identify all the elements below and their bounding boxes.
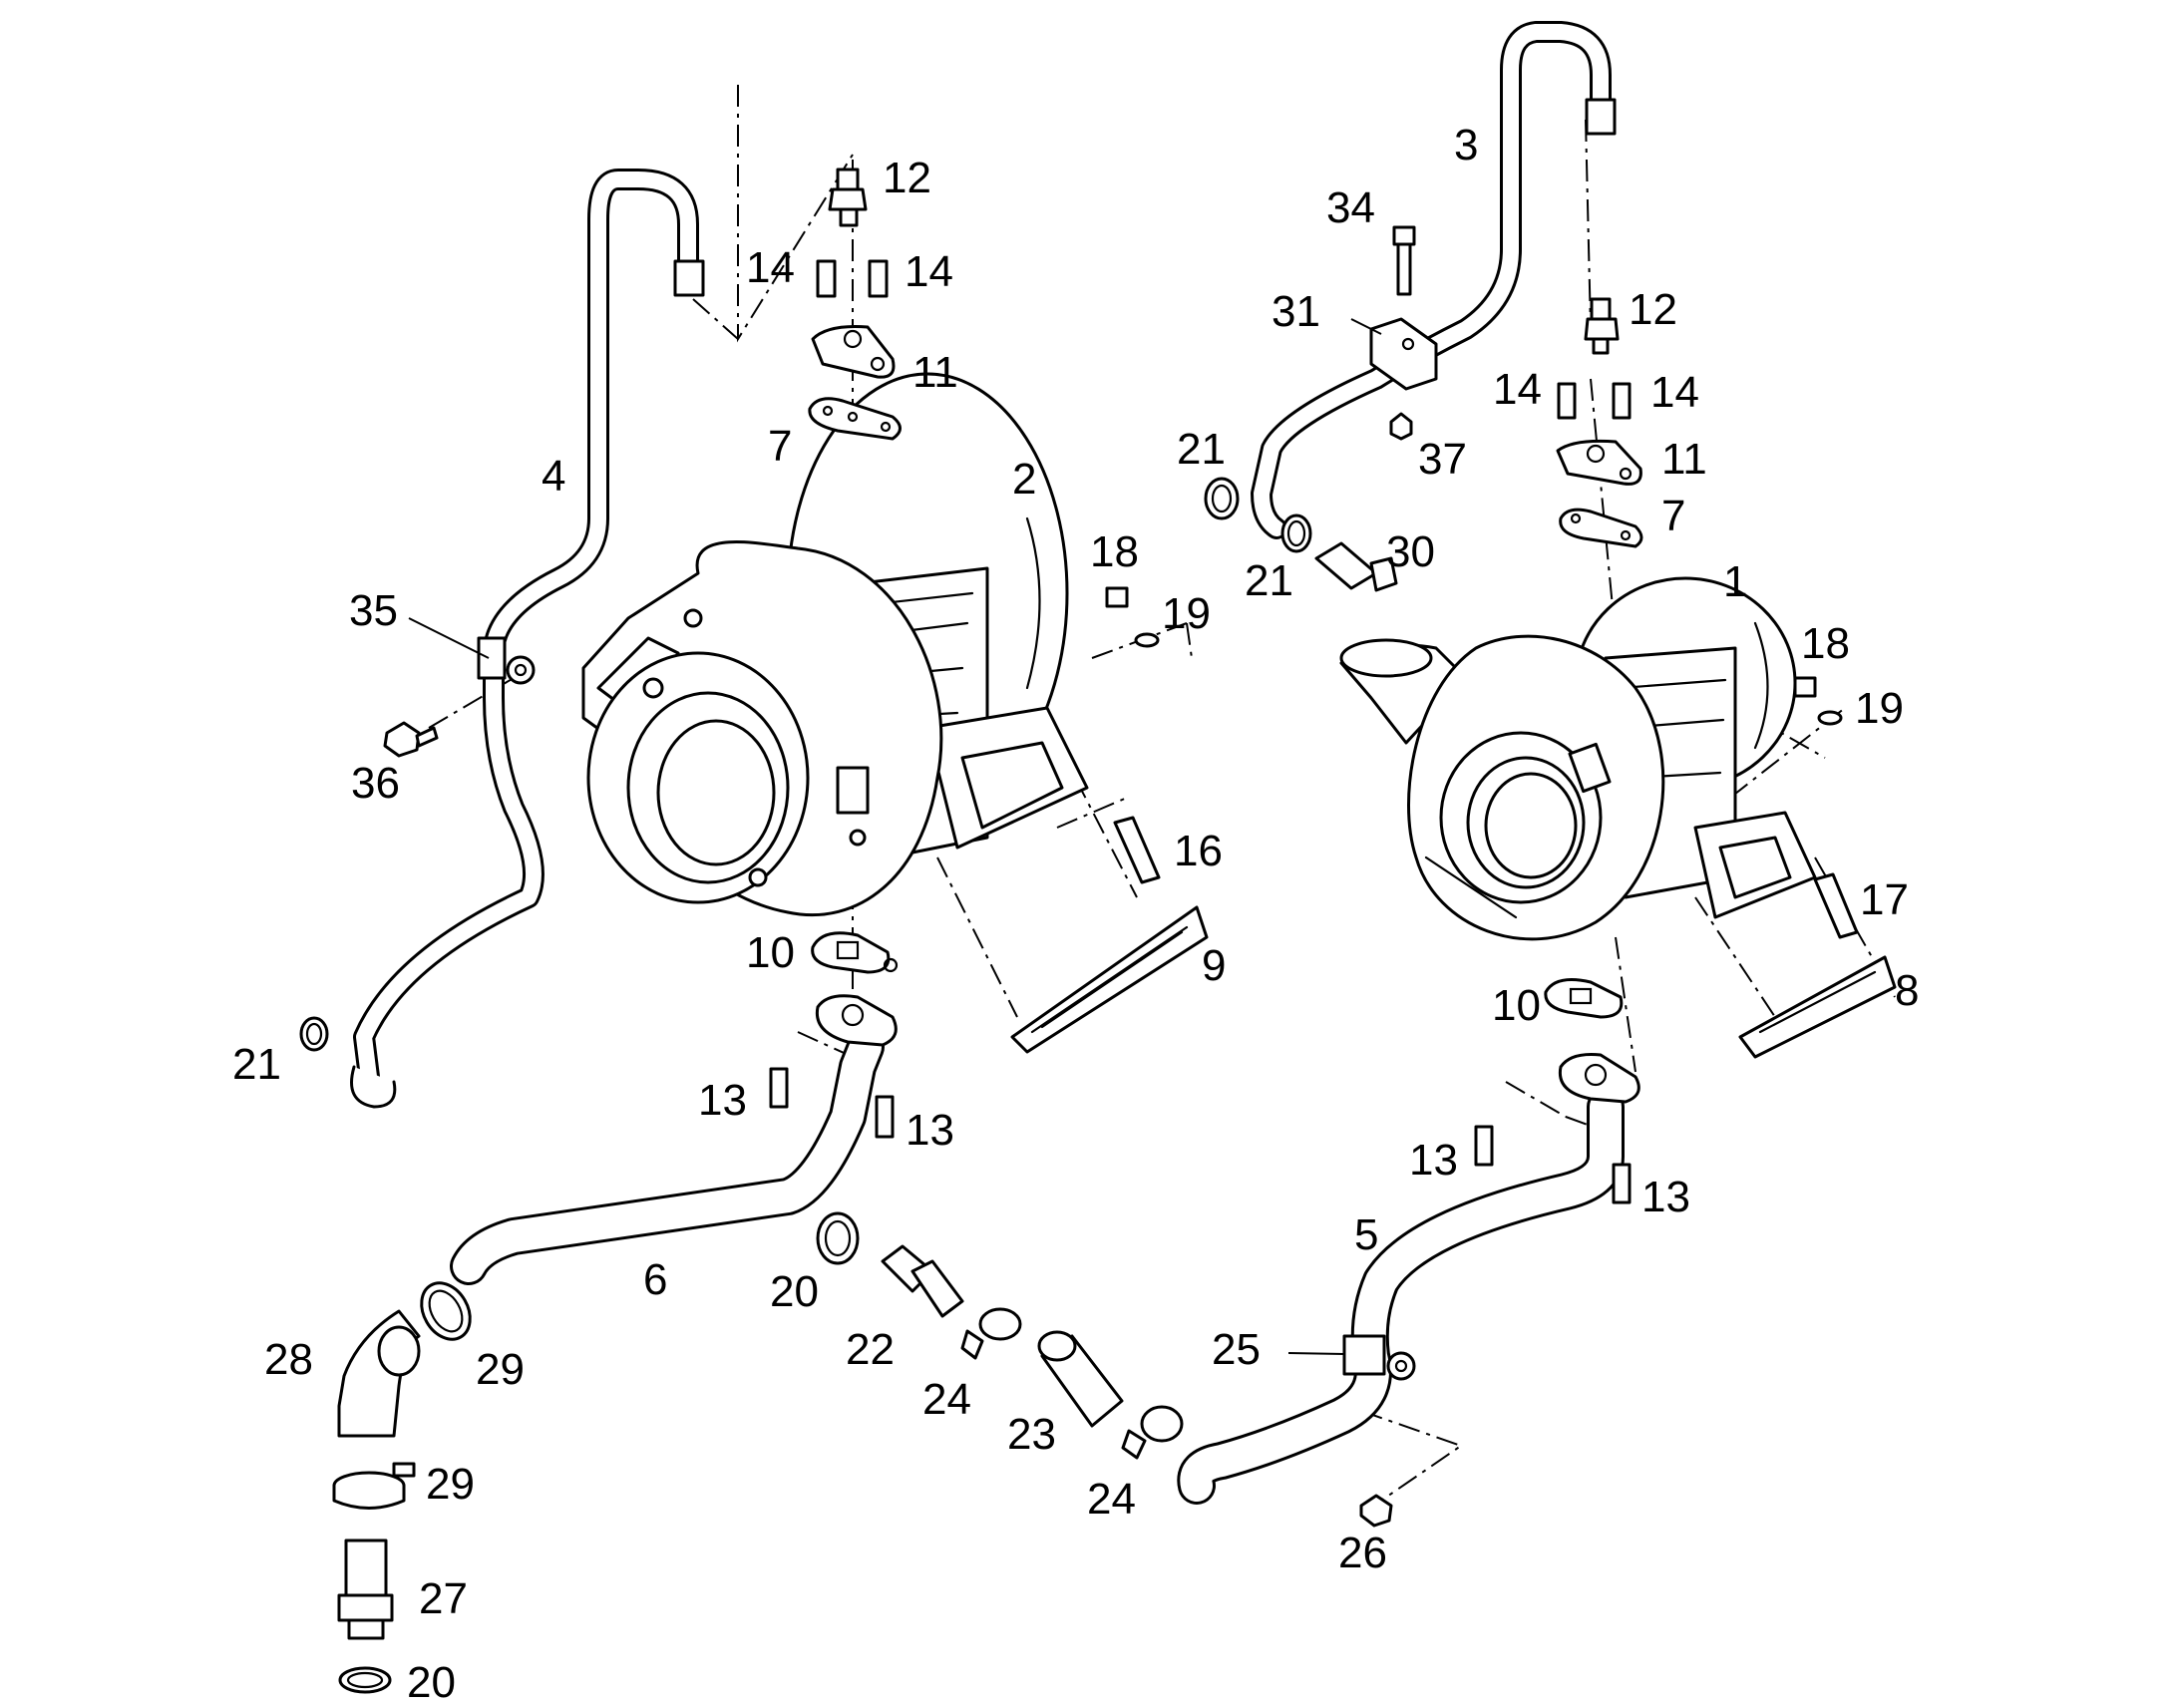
turbocharger-2	[581, 372, 1089, 917]
callout-13-c: 13	[1409, 1136, 1458, 1185]
callout-35: 35	[349, 586, 398, 635]
flange-11-right	[1556, 439, 1642, 486]
callout-22: 22	[846, 1325, 895, 1374]
fitting-12-right	[1584, 297, 1620, 355]
oil-feed-tube-3	[1251, 21, 1617, 539]
oil-drain-pipe-6	[450, 994, 898, 1285]
washer-19-right	[1817, 710, 1843, 726]
callout-20-upper: 20	[770, 1267, 819, 1316]
gasket-8	[1738, 955, 1897, 1059]
gasket-7-right	[1559, 508, 1643, 548]
callout-14-b: 14	[905, 247, 953, 296]
hose-clamp-24-left	[960, 1307, 1022, 1360]
callout-27: 27	[419, 1574, 468, 1623]
callout-34: 34	[1326, 183, 1375, 232]
callout-16: 16	[1174, 827, 1223, 875]
seal-ring-20-upper	[816, 1211, 860, 1265]
callout-1: 1	[1723, 557, 1747, 606]
flange-11-left	[811, 325, 896, 379]
callout-19-left: 19	[1162, 589, 1211, 638]
callout-18-right: 18	[1801, 619, 1850, 668]
callout-28: 28	[264, 1335, 313, 1384]
callout-6: 6	[643, 1255, 667, 1304]
bolt-36	[383, 721, 439, 758]
callout-29-upper: 29	[476, 1345, 525, 1394]
callout-21-left: 21	[232, 1040, 281, 1089]
callout-11-left: 11	[912, 348, 958, 397]
callout-14-c: 14	[1493, 365, 1542, 414]
callout-13-b: 13	[906, 1106, 954, 1155]
callout-23: 23	[1007, 1410, 1056, 1459]
callout-13-d: 13	[1641, 1173, 1690, 1221]
callout-21-upper: 21	[1177, 425, 1226, 474]
stud-16	[1113, 816, 1161, 884]
callout-7-right: 7	[1661, 492, 1685, 540]
fitting-12-left	[828, 168, 868, 227]
callout-9: 9	[1202, 941, 1226, 990]
callout-25: 25	[1212, 1325, 1261, 1374]
hose-clamp-24-right	[1121, 1405, 1184, 1460]
callout-36: 36	[351, 759, 400, 808]
callout-14-a: 14	[746, 243, 795, 292]
stud-17	[1813, 872, 1859, 939]
washer-19-left	[1134, 632, 1160, 648]
callout-7-left: 7	[768, 422, 792, 471]
callout-18-left: 18	[1090, 527, 1139, 576]
seal-ring-21-left	[299, 1016, 329, 1052]
callout-24-right: 24	[1087, 1475, 1136, 1524]
callout-19-right: 19	[1855, 684, 1904, 733]
callout-12-right: 12	[1629, 285, 1677, 334]
bracket-31	[1369, 317, 1438, 391]
callout-12-left: 12	[883, 154, 931, 202]
screws-13-right	[1474, 1125, 1632, 1204]
callout-13-a: 13	[698, 1076, 747, 1125]
turbocharger-1	[1339, 576, 1817, 941]
callout-2: 2	[1012, 455, 1036, 504]
nipple-27	[337, 1538, 394, 1640]
callout-17: 17	[1860, 875, 1909, 924]
hose-clamp-29-upper	[420, 1281, 472, 1341]
callout-4: 4	[542, 452, 565, 501]
callout-11-right: 11	[1661, 435, 1707, 484]
leader-lines	[408, 318, 1382, 1355]
banjo-clip-35	[477, 636, 536, 685]
screws-14-left	[816, 259, 889, 298]
clip-25	[1342, 1334, 1416, 1381]
callout-26: 26	[1338, 1529, 1387, 1577]
callout-21-middle: 21	[1245, 556, 1293, 605]
callout-20-lower: 20	[407, 1658, 456, 1707]
callout-31: 31	[1272, 287, 1320, 336]
callout-30: 30	[1386, 527, 1435, 576]
screws-13-left	[769, 1067, 895, 1139]
callout-37: 37	[1418, 435, 1467, 484]
nut-37	[1389, 412, 1413, 441]
connector-22	[881, 1244, 964, 1318]
bolt-26	[1359, 1494, 1393, 1528]
seal-ring-21-lower	[1280, 513, 1312, 553]
hose-23	[1037, 1330, 1124, 1428]
gasket-7-left	[808, 397, 902, 441]
callout-labels: 1 2 3 4 5 6 7 7 8 9 10 10 11 11 12 12 13…	[232, 121, 1919, 1707]
seal-ring-21-upper	[1204, 477, 1240, 520]
callout-10-right: 10	[1492, 981, 1541, 1030]
bolt-34	[1392, 225, 1416, 296]
gasket-10-right	[1544, 978, 1624, 1019]
gasket-9	[1010, 905, 1209, 1054]
seal-ring-20-lower	[338, 1666, 392, 1694]
screws-14-right	[1557, 382, 1632, 420]
callout-29-lower: 29	[426, 1460, 475, 1509]
callout-24-left: 24	[922, 1375, 971, 1424]
nut-18-right	[1793, 676, 1817, 698]
elbow-hose-28	[337, 1309, 421, 1438]
callout-5: 5	[1354, 1210, 1378, 1259]
callout-8: 8	[1895, 966, 1919, 1015]
callout-3: 3	[1454, 121, 1478, 170]
callout-10-left: 10	[746, 928, 795, 977]
callout-14-d: 14	[1650, 368, 1699, 417]
gasket-10-left	[811, 931, 899, 974]
banjo-bolt-30	[1314, 541, 1398, 592]
hose-clamp-29-lower	[332, 1462, 416, 1510]
nut-18-left	[1105, 586, 1129, 608]
